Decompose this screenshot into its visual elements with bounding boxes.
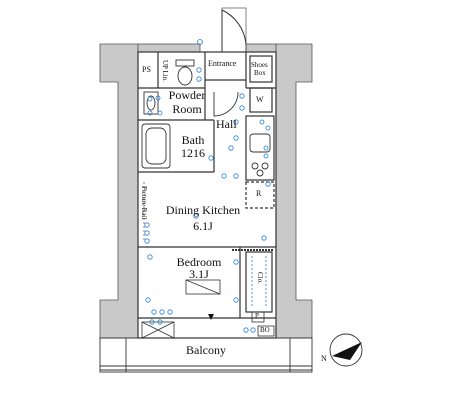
shoes-box-label-line1: Shoes bbox=[251, 61, 268, 69]
balcony-area bbox=[99, 337, 313, 373]
top-wall-right bbox=[245, 43, 277, 53]
left-wall bbox=[99, 43, 139, 339]
bedroom-label: Bedroom bbox=[176, 255, 222, 269]
bo-label: BO bbox=[260, 326, 270, 334]
top-wall bbox=[137, 43, 201, 53]
up-lin-label: UP Lin. bbox=[161, 60, 169, 82]
bedroom-storage bbox=[185, 279, 221, 295]
dining-kitchen-label: Dining Kitchen bbox=[165, 203, 241, 217]
utility-boxes bbox=[251, 311, 275, 337]
powder-room-label-line2: Room bbox=[172, 102, 202, 116]
closet-label: Clo. bbox=[256, 272, 264, 284]
compass-north-label: N bbox=[321, 354, 327, 363]
toilet-fixture bbox=[175, 59, 195, 86]
picture-rail-label: Picture Rail bbox=[140, 186, 148, 220]
bathtub bbox=[141, 123, 171, 169]
balcony-window bbox=[141, 321, 175, 339]
entrance-label: Entrance bbox=[208, 59, 237, 68]
bath-size-label: 1216 bbox=[181, 146, 205, 160]
powder-room-label-line1: Powder bbox=[168, 88, 206, 102]
powder-door bbox=[213, 91, 239, 117]
washer-label: W bbox=[256, 95, 264, 104]
p-label: P bbox=[255, 312, 259, 320]
hall-label: Hall bbox=[216, 117, 237, 131]
entrance-door bbox=[221, 7, 247, 53]
compass-icon bbox=[329, 333, 363, 367]
powder-sink bbox=[143, 91, 159, 115]
ps-label: PS bbox=[142, 65, 151, 74]
kitchen-fixtures bbox=[249, 133, 271, 177]
shoes-box-label-line2: Box bbox=[254, 69, 266, 77]
dining-kitchen-size-label: 6.1J bbox=[193, 219, 213, 233]
balcony-label: Balcony bbox=[186, 343, 226, 357]
bedroom-size-label: 3.1J bbox=[189, 267, 209, 281]
refrigerator-label: R bbox=[256, 189, 262, 198]
electrical-symbols bbox=[144, 39, 271, 333]
closet-lines bbox=[251, 256, 267, 308]
floor-marker bbox=[208, 314, 214, 320]
bath-label: Bath bbox=[181, 133, 205, 147]
right-wall bbox=[275, 43, 313, 339]
